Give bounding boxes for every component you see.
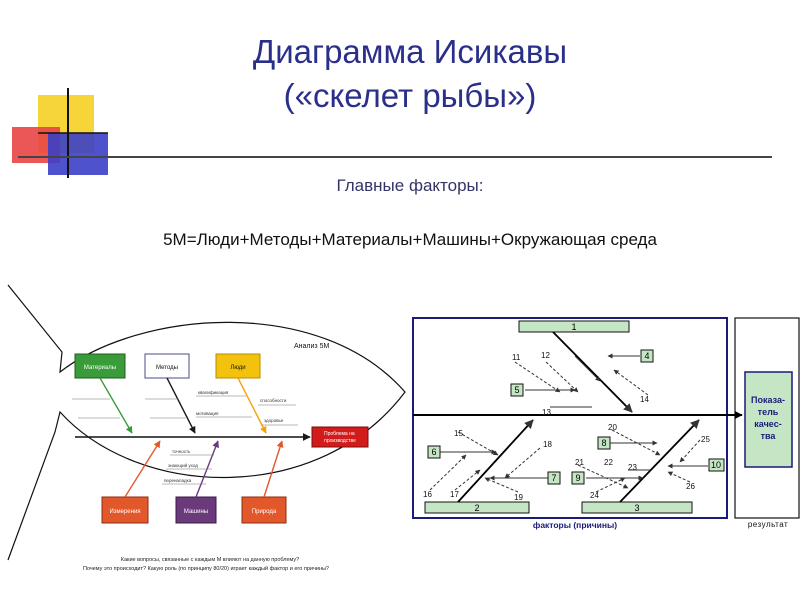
fish-diagram: Анализ 5M Материалы Методы Люди Измерени…	[7, 284, 406, 572]
fish-problem-box	[311, 426, 369, 448]
result-line-2: тель	[758, 407, 779, 417]
factor-4-label: 4	[644, 351, 649, 361]
num-17: 17	[450, 490, 459, 499]
num-22: 22	[604, 458, 613, 467]
ishikawa-diagram: Показа- тель качес- тва 1 2 3	[412, 317, 800, 530]
fish-category-people-label: Люди	[230, 365, 245, 371]
num-20: 20	[608, 423, 617, 432]
result-line-4: тва	[761, 431, 777, 441]
factor-7-box	[547, 471, 561, 485]
factor-9-label: 9	[575, 473, 580, 483]
factor-8-label: 8	[601, 438, 606, 448]
fish-subcause-changeover: переналадка	[164, 478, 192, 483]
factor-7-label: 7	[551, 473, 556, 483]
factor-box-2-label: 2	[474, 503, 479, 513]
factor-box-2	[424, 501, 530, 514]
factors-caption: факторы (причины)	[533, 520, 617, 530]
result-box	[744, 371, 793, 468]
fish-category-measurements-label: Измерения	[109, 509, 140, 515]
factor-4-box	[640, 349, 654, 363]
num-25: 25	[701, 435, 710, 444]
fish-header: Анализ 5M	[294, 343, 329, 350]
factor-8-box	[597, 436, 611, 450]
num-21: 21	[575, 458, 584, 467]
result-line-3: качес-	[754, 419, 781, 429]
factor-box-3-label: 3	[634, 503, 639, 513]
slide-title-line1: Диаграмма Исикавы	[252, 33, 568, 70]
slide-subtitle: Главные факторы:	[336, 176, 484, 195]
fish-category-methods	[144, 353, 190, 379]
fish-question-1: Какие вопросы, связанные с каждым М влия…	[121, 557, 299, 563]
fish-subcause-precision: точность	[172, 449, 191, 454]
fish-category-machines-label: Машины	[184, 509, 208, 515]
fish-subcause-ability: способности	[260, 398, 287, 403]
result-caption: результат	[748, 520, 788, 529]
fish-category-materials	[74, 353, 126, 379]
fish-subcause-care: знающий уход	[168, 462, 198, 468]
decoration-squares	[12, 88, 772, 178]
num-19: 19	[514, 493, 523, 502]
factor-6-box	[427, 445, 441, 459]
num-24: 24	[590, 491, 599, 500]
factor-5-box	[510, 383, 524, 397]
fish-subcause-health: здоровье	[264, 418, 284, 423]
formula-5m: 5M=Люди+Методы+Материалы+Машины+Окружающ…	[163, 230, 657, 249]
fish-category-machines	[175, 496, 217, 524]
fish-subcause-qualification: квалификация	[198, 390, 229, 395]
fish-category-materials-label: Материалы	[84, 365, 116, 371]
num-26: 26	[686, 482, 695, 491]
num-23: 23	[628, 463, 637, 472]
result-line-1: Показа-	[751, 395, 785, 405]
factor-10-label: 10	[711, 460, 721, 470]
factor-box-3	[581, 501, 693, 514]
fish-problem-label: Проблема на производстве	[324, 431, 356, 444]
factor-6-label: 6	[431, 447, 436, 457]
factor-10-box	[708, 458, 725, 472]
slide-title-line2: («скелет рыбы»)	[283, 77, 537, 114]
ishikawa-frame	[412, 317, 728, 519]
factor-box-1	[518, 320, 630, 333]
num-14: 14	[640, 395, 649, 404]
fish-category-measurements	[101, 496, 149, 524]
factor-5-label: 5	[514, 385, 519, 395]
fish-category-people	[215, 353, 261, 379]
fish-subcause-motivation: мотивация	[196, 411, 219, 416]
num-11: 11	[512, 353, 521, 362]
num-12: 12	[541, 351, 550, 360]
factor-box-1-label: 1	[571, 322, 576, 332]
num-13: 13	[542, 408, 551, 417]
num-15: 15	[454, 429, 463, 438]
num-16: 16	[423, 490, 432, 499]
slide-title: Диаграмма Исикавы («скелет рыбы»)	[170, 30, 650, 118]
fish-question-2: Почему это происходит? Какую роль (по пр…	[83, 565, 329, 572]
factor-9-box	[571, 471, 585, 485]
num-18: 18	[543, 440, 552, 449]
fish-category-methods-label: Методы	[156, 365, 178, 371]
fish-category-nature-label: Природа	[252, 509, 277, 515]
